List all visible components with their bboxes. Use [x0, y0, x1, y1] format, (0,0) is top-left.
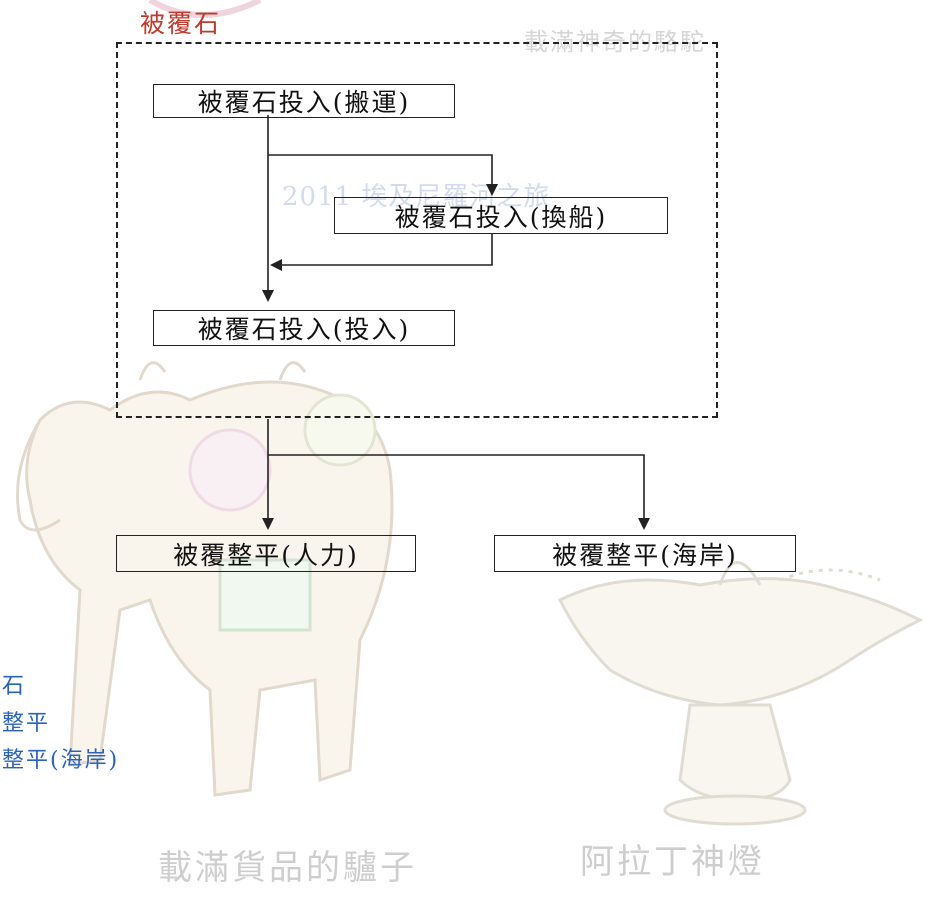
- legend-item: 覆石: [0, 674, 27, 699]
- edge-transport-to-transfer: [268, 154, 498, 196]
- legend-item: 覆整平(海岸): [0, 748, 120, 773]
- node-transport: 被覆石投入(搬運): [153, 84, 455, 118]
- node-level-coast: 被覆整平(海岸): [494, 535, 796, 572]
- node-input: 被覆石投入(投入): [153, 310, 455, 346]
- group-boundary: [116, 42, 718, 418]
- edge-group-to-level-coast: [268, 454, 650, 530]
- lamp-illustration: [557, 561, 924, 826]
- group-label: 被覆石: [140, 9, 222, 38]
- legend-item: 覆整平: [0, 711, 51, 736]
- node-level-manual: 被覆整平(人力): [116, 535, 416, 572]
- watermark-donkey-text: 載滿貨品的驢子: [158, 848, 417, 888]
- edge-transfer-to-main: [270, 233, 493, 271]
- watermark-lamp-text: 阿拉丁神燈: [580, 842, 765, 882]
- legend: 覆石 覆整平 覆整平(海岸): [0, 668, 119, 779]
- top-arc-decoration: [148, 0, 262, 18]
- node-transfer: 被覆石投入(換船): [334, 197, 668, 234]
